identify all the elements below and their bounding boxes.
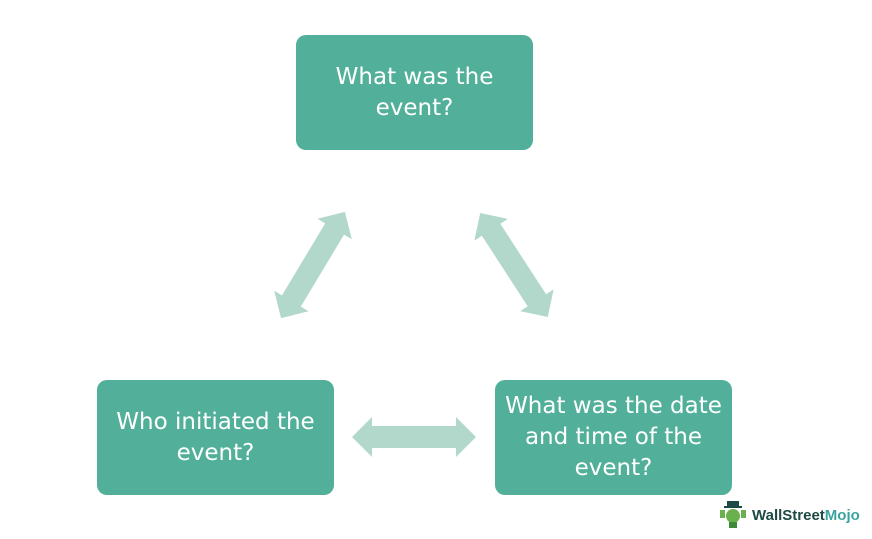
arrow-event-datetime [463,202,565,328]
node-datetime-label: What was the date and time of the event? [505,393,722,481]
node-initiator-label: Who initiated the event? [116,408,315,466]
logo-mascot-icon [720,501,746,528]
arrow-event-initiator [263,201,363,329]
node-datetime: What was the date and time of the event? [495,380,732,495]
node-initiator: Who initiated the event? [97,380,334,495]
arrow-initiator-datetime [352,417,476,457]
node-event-label: What was the event? [335,63,494,121]
node-event: What was the event? [296,35,533,150]
logo-text-wallstreet: WallStreet [752,506,825,524]
logo-text-mojo: Mojo [824,506,860,524]
